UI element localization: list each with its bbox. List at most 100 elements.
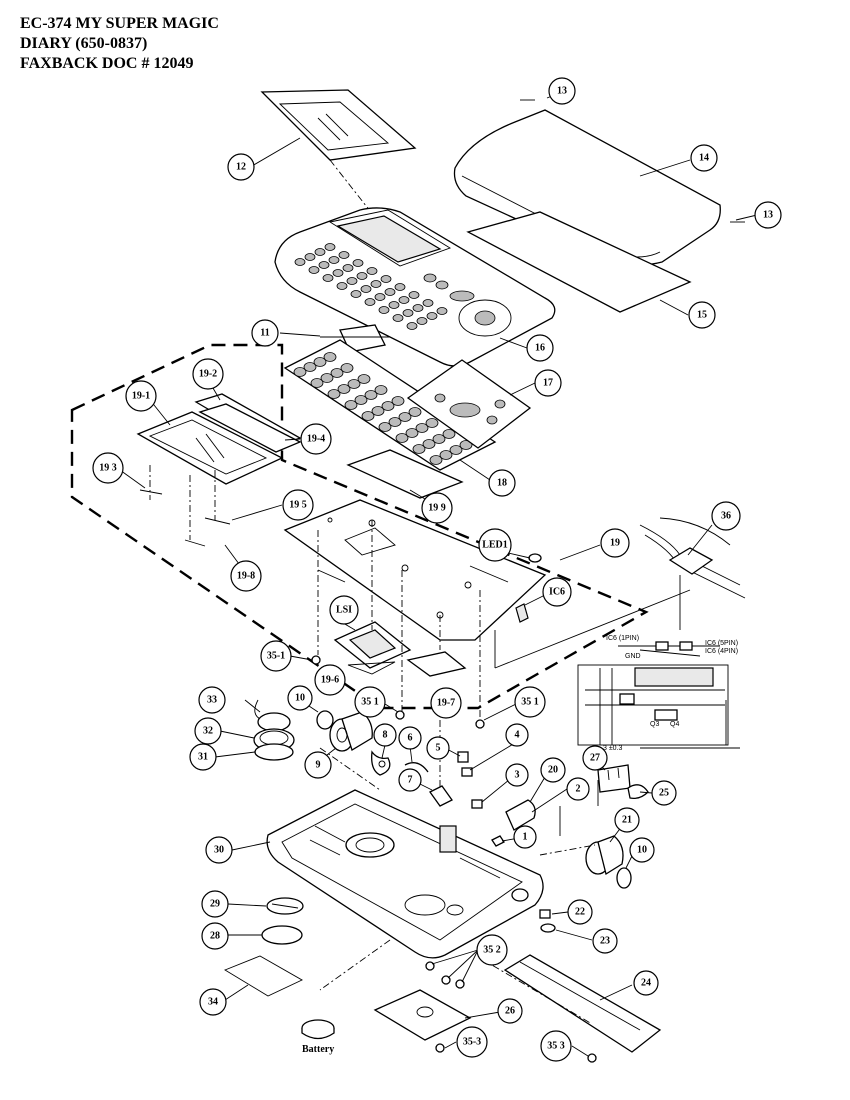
svg-text:30: 30: [214, 845, 224, 856]
part-20-cylinder: [505, 799, 536, 831]
callout-ic6: IC6: [542, 577, 572, 607]
key-button: [304, 253, 316, 261]
svg-text:19-8: 19-8: [237, 571, 255, 582]
key-button: [344, 400, 358, 410]
key-button: [294, 258, 306, 266]
key-button: [439, 450, 453, 460]
callout-19-5: 19 5: [282, 489, 314, 521]
key-button: [327, 389, 341, 399]
key-button: [402, 309, 414, 317]
key-button: [314, 248, 326, 256]
svg-text:35 1: 35 1: [521, 697, 539, 708]
header-line-2: DIARY (650-0837): [20, 35, 148, 52]
key-button: [328, 256, 340, 264]
key-button: [364, 298, 376, 306]
svg-text:17: 17: [543, 378, 553, 389]
svg-text:35 2: 35 2: [483, 945, 501, 956]
part-30-bottom-case: [266, 789, 544, 959]
part-4-pad: [461, 767, 473, 777]
svg-text:1: 1: [523, 832, 528, 843]
battery-label: Battery: [302, 1044, 334, 1055]
callout-36: 36: [711, 501, 741, 531]
key-button: [366, 267, 378, 275]
key-button: [392, 314, 404, 322]
key-button: [323, 352, 337, 362]
key-button: [391, 396, 405, 406]
svg-text:LSI: LSI: [336, 605, 352, 616]
callout-26: 26: [497, 998, 523, 1024]
part-28-gasket: [261, 925, 303, 945]
header-line-3: FAXBACK DOC # 12049: [20, 55, 194, 72]
callout-19-7: 19-7: [430, 687, 462, 719]
callout-10-left: 10: [287, 685, 313, 711]
svg-text:16: 16: [535, 343, 545, 354]
key-button: [354, 395, 368, 405]
schematic-ic6-5pin: IC6 (5PIN): [705, 640, 738, 647]
svg-text:19-6: 19-6: [321, 675, 339, 686]
key-button: [395, 433, 409, 443]
svg-text:35-1: 35-1: [267, 651, 285, 662]
schematic-q4: Q4: [670, 721, 679, 728]
part-19-9-sheet: [346, 449, 464, 499]
callout-25: 25: [651, 780, 677, 806]
svg-text:12: 12: [236, 162, 246, 173]
callout-35-2: 35 2: [476, 934, 508, 966]
key-button: [340, 363, 354, 373]
callout-32: 32: [194, 717, 222, 745]
callout-35-1-left: 35-1: [260, 640, 292, 672]
svg-text:13: 13: [557, 86, 567, 97]
cross-section-detail: 3 ±0.3 Q3 Q4: [577, 664, 740, 752]
part-7-switch: [429, 785, 453, 807]
callout-19-1: 19-1: [125, 380, 157, 412]
part-23-disc: [540, 923, 556, 933]
svg-text:3 ±0.3: 3 ±0.3: [603, 745, 623, 752]
key-button: [388, 417, 402, 427]
part-25-cover-tab: [627, 784, 649, 800]
key-button: [378, 422, 392, 432]
key-button: [398, 412, 412, 422]
key-button: [324, 243, 336, 251]
callout-33: 33: [198, 686, 226, 714]
callout-35-1-mid: 35 1: [354, 686, 386, 718]
key-button: [374, 293, 386, 301]
key-button: [394, 283, 406, 291]
svg-text:19 5: 19 5: [289, 500, 307, 511]
key-button: [442, 429, 456, 439]
callout-4: 4: [505, 723, 529, 747]
key-button: [310, 378, 324, 388]
key-button: [378, 306, 390, 314]
part-27-bracket: [597, 764, 631, 793]
part-17-cursor-keypad: [406, 359, 532, 449]
svg-text:9: 9: [316, 760, 321, 771]
callout-led1: LED1: [478, 528, 512, 562]
key-button: [429, 455, 443, 465]
callout-19-8: 19-8: [230, 560, 262, 592]
callouts: 1 2 3 4 5 6 7 8 9 10 10 11 12 13 13 14 1…: [92, 77, 782, 1062]
key-button: [426, 312, 438, 320]
part-34-sheet: [223, 955, 303, 997]
part-19-pcb: [283, 499, 547, 641]
part-15-sheet: [466, 211, 692, 313]
callout-19-2: 19-2: [192, 358, 224, 390]
part-36-cable: [639, 517, 746, 599]
callout-15: 15: [688, 301, 716, 329]
callout-31: 31: [189, 743, 217, 771]
svg-text:19 9: 19 9: [428, 503, 446, 514]
part-5-pad: [457, 751, 469, 763]
svg-text:20: 20: [548, 765, 558, 776]
part-12-lens-window: [260, 89, 417, 231]
ic6-wiring-schematic: IC6 (1PIN) IC6 (5PIN) IC6 (4PIN) GND: [606, 635, 738, 660]
callout-3: 3: [505, 763, 529, 787]
schematic-ic6-1pin: IC6 (1PIN): [606, 635, 639, 642]
callout-19-4: 19-4: [300, 423, 332, 455]
svg-text:23: 23: [600, 936, 610, 947]
document-header: EC-374 MY SUPER MAGIC DIARY (650-0837) F…: [20, 14, 219, 74]
svg-text:LED1: LED1: [482, 540, 508, 551]
key-button: [416, 317, 428, 325]
schematic-q3: Q3: [650, 721, 659, 728]
svg-text:11: 11: [260, 328, 269, 339]
part-26-door: [373, 989, 472, 1041]
key-button: [357, 374, 371, 384]
key-button: [320, 373, 334, 383]
lcd-assembly: [136, 393, 302, 547]
